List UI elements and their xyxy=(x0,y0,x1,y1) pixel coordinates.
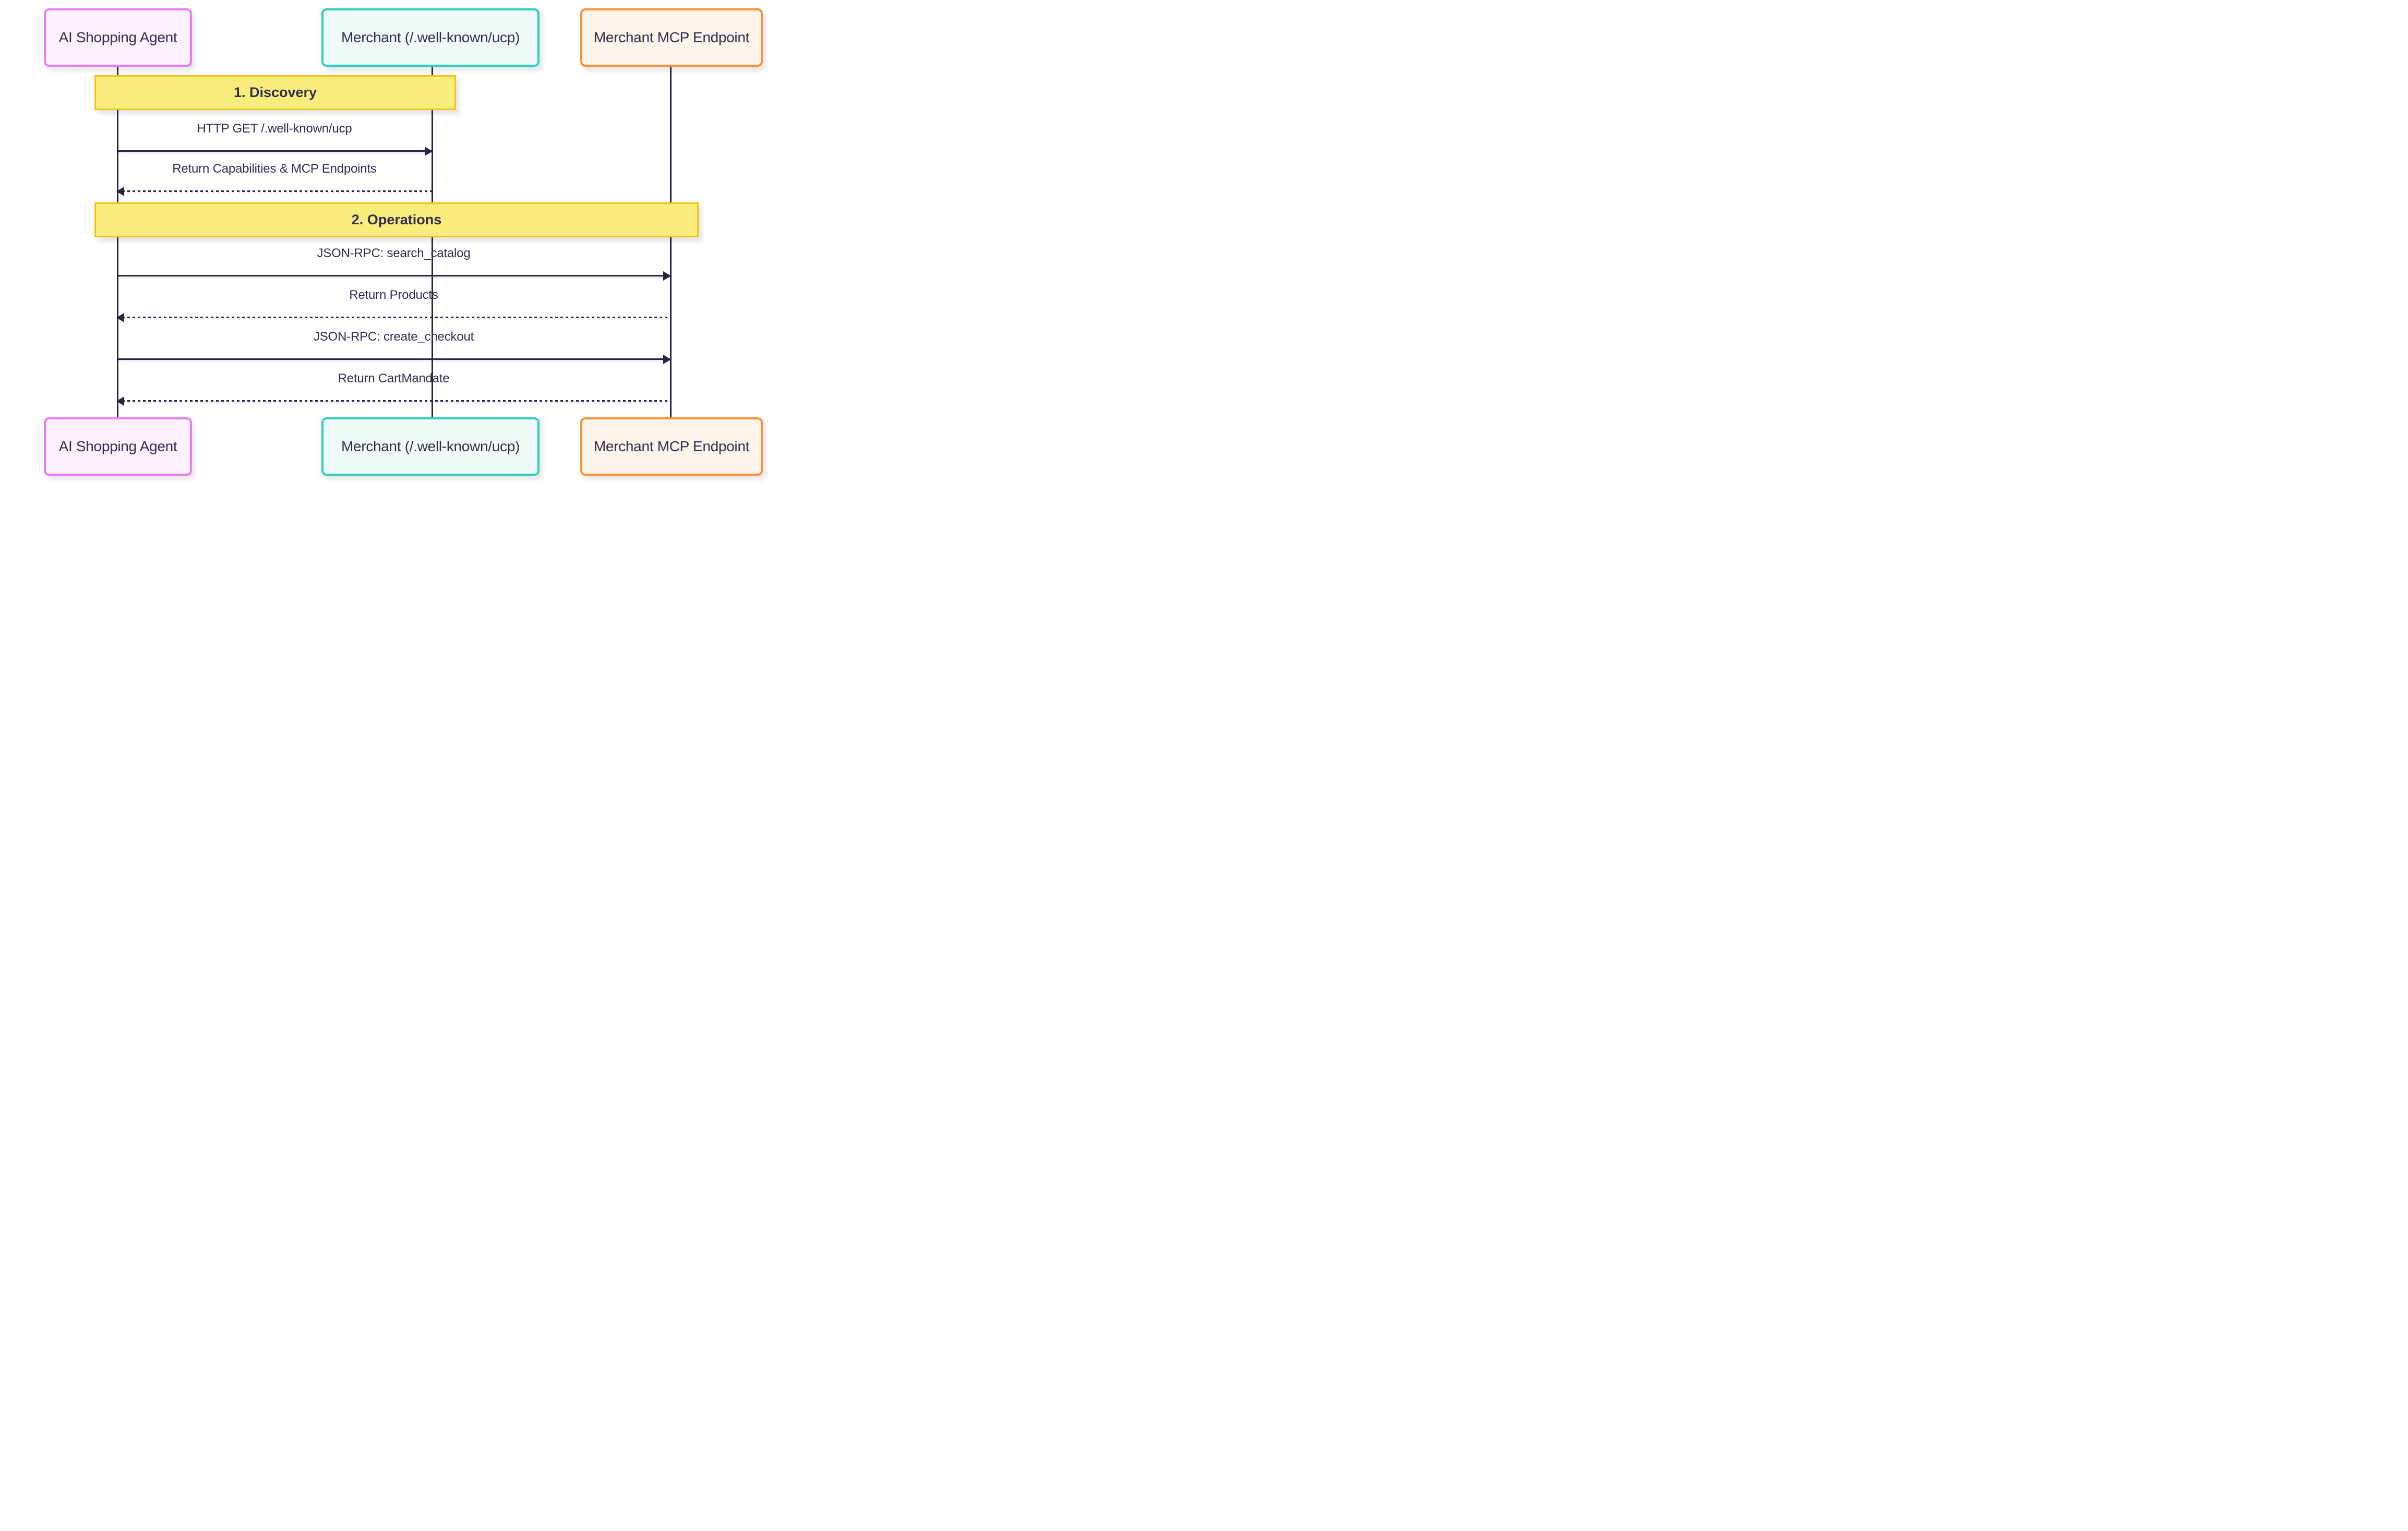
actor-label: Merchant (/.well-known/ucp) xyxy=(341,438,520,454)
actor-merchant-mcp-endpoint-top: Merchant MCP Endpoint xyxy=(580,8,763,67)
actor-label: AI Shopping Agent xyxy=(58,29,177,45)
message-http-get-well-known: HTTP GET /.well-known/ucp xyxy=(117,122,433,156)
message-search-catalog: JSON-RPC: search_catalog xyxy=(117,246,671,281)
message-return-products: Return Products xyxy=(116,288,670,322)
message-line xyxy=(117,317,670,318)
message-label: Return CartMandate xyxy=(338,371,450,385)
actor-label: Merchant MCP Endpoint xyxy=(593,438,750,454)
message-line xyxy=(117,400,670,402)
actor-merchant-well-known-top: Merchant (/.well-known/ucp) xyxy=(321,8,540,67)
message-line xyxy=(117,275,670,276)
message-label: Return Products xyxy=(349,288,438,302)
sequence-diagram: AI Shopping Agent Merchant (/.well-known… xyxy=(0,0,802,510)
actor-label: AI Shopping Agent xyxy=(58,438,177,454)
actor-label: Merchant (/.well-known/ucp) xyxy=(341,29,520,45)
section-discovery: 1. Discovery xyxy=(94,75,456,110)
message-label: JSON-RPC: create_checkout xyxy=(313,330,474,344)
section-label: 2. Operations xyxy=(351,212,442,227)
message-return-capabilities: Return Capabilities & MCP Endpoints xyxy=(116,162,432,196)
section-operations: 2. Operations xyxy=(94,202,699,237)
section-label: 1. Discovery xyxy=(233,85,317,100)
actor-ai-shopping-agent-bottom: AI Shopping Agent xyxy=(44,417,192,476)
message-line xyxy=(117,358,670,360)
message-create-checkout: JSON-RPC: create_checkout xyxy=(117,330,671,364)
lifeline-merchant-well-known xyxy=(432,67,433,418)
actor-merchant-well-known-bottom: Merchant (/.well-known/ucp) xyxy=(321,417,540,476)
lifeline-merchant-mcp-endpoint xyxy=(670,67,672,418)
arrowhead-right-icon xyxy=(425,147,433,156)
message-return-cartmandate: Return CartMandate xyxy=(116,371,670,406)
message-label: HTTP GET /.well-known/ucp xyxy=(197,122,352,136)
message-label: Return Capabilities & MCP Endpoints xyxy=(172,162,377,176)
arrowhead-left-icon xyxy=(116,187,124,196)
message-line xyxy=(117,190,432,192)
message-label: JSON-RPC: search_catalog xyxy=(317,246,471,260)
arrowhead-right-icon xyxy=(663,271,671,281)
arrowhead-left-icon xyxy=(116,396,124,406)
arrowhead-right-icon xyxy=(663,355,671,364)
lifeline-ai-shopping-agent xyxy=(117,67,118,418)
actor-ai-shopping-agent-top: AI Shopping Agent xyxy=(44,8,192,67)
arrowhead-left-icon xyxy=(116,313,124,322)
actor-label: Merchant MCP Endpoint xyxy=(593,29,750,45)
actor-merchant-mcp-endpoint-bottom: Merchant MCP Endpoint xyxy=(580,417,763,476)
message-line xyxy=(117,150,432,152)
